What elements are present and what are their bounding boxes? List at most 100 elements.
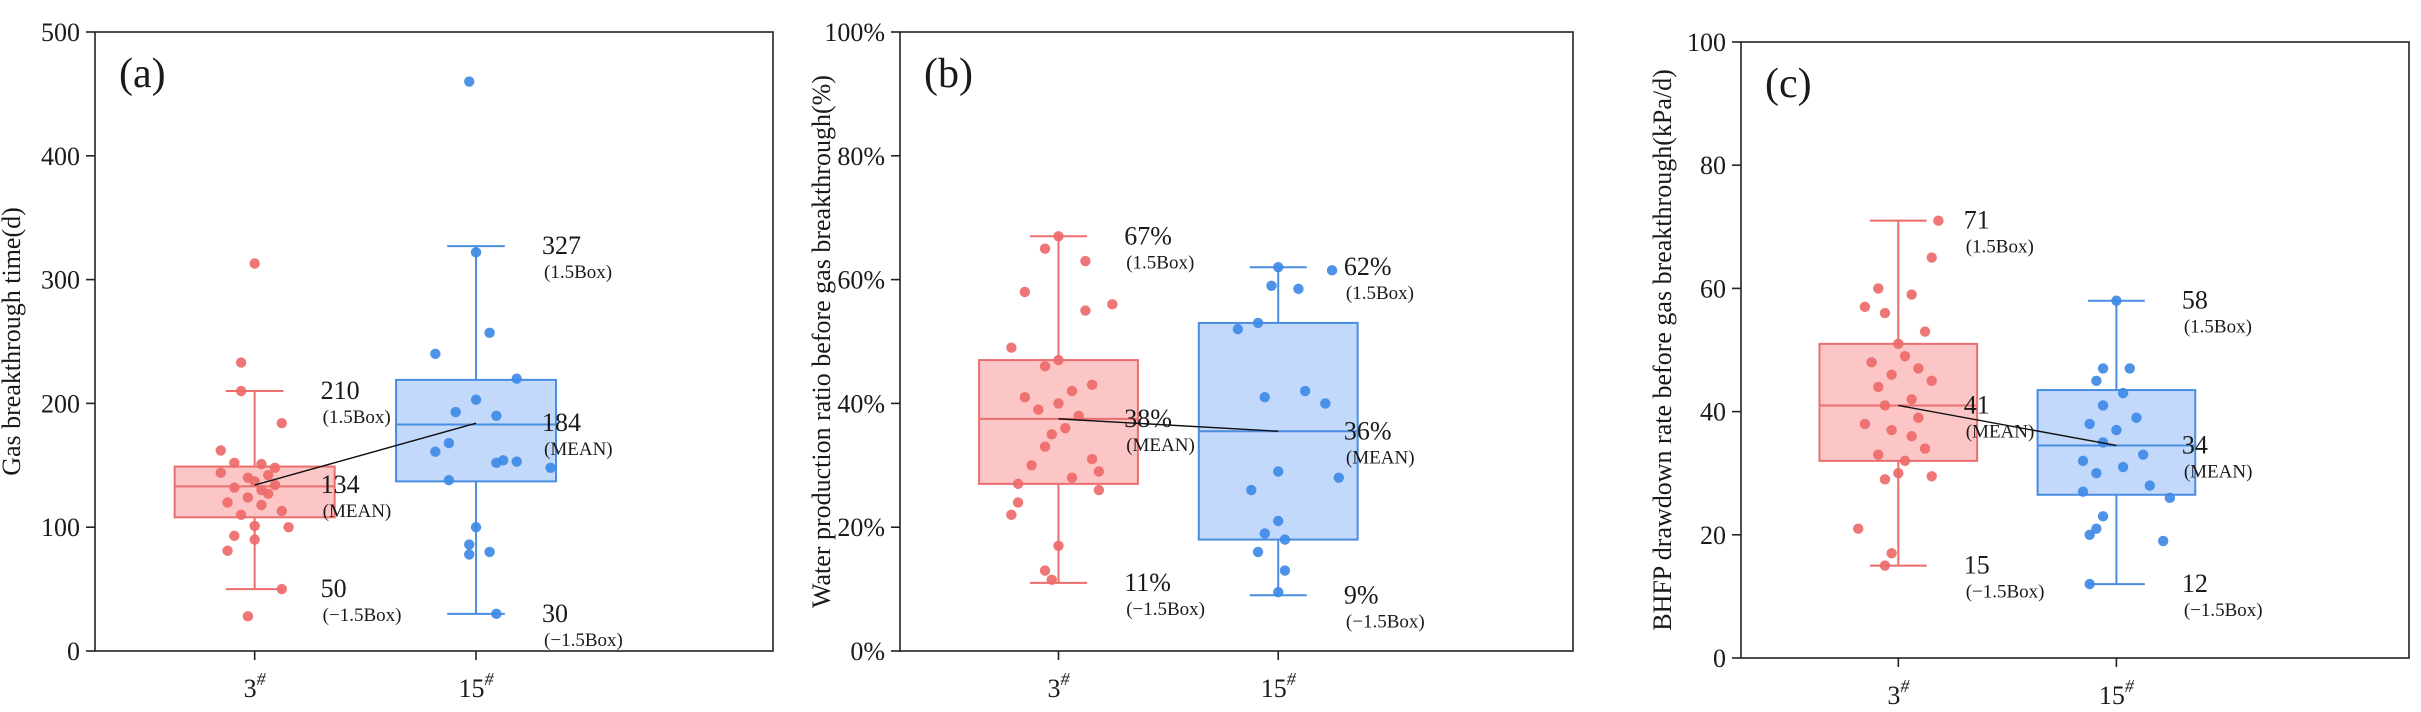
y-tick-label: 80 (1700, 151, 1726, 180)
y-tick-label: 400 (41, 142, 80, 171)
chart-panel-b: 0%20%40%60%80%100%3#15#Water production … (807, 18, 1574, 703)
data-point (229, 482, 240, 493)
annotation-sub: (1.5Box) (544, 262, 612, 283)
x-tick-label-superscript: # (2125, 676, 2135, 696)
data-point (430, 446, 441, 457)
data-point (1926, 252, 1937, 263)
annotation-value: 62% (1344, 252, 1392, 281)
data-point (235, 357, 247, 368)
x-tick-label-superscript: # (257, 669, 267, 689)
annotation-sub: (MEAN) (1126, 435, 1195, 456)
y-tick-label: 200 (41, 389, 80, 418)
data-point (2124, 363, 2135, 374)
data-point (1273, 262, 1284, 273)
data-point (263, 470, 274, 481)
data-point (242, 611, 254, 622)
data-point (215, 445, 226, 456)
data-point (430, 348, 441, 360)
data-point (1899, 455, 1911, 467)
annotation-sub: (MEAN) (323, 501, 392, 522)
y-tick-label: 20 (1700, 521, 1726, 550)
data-point (443, 437, 455, 449)
data-point (1333, 472, 1344, 483)
data-point (491, 457, 502, 469)
data-point (1033, 404, 1044, 415)
data-point (1866, 357, 1877, 368)
panel-label: (c) (1765, 61, 1812, 107)
annotation-sub: (1.5Box) (1966, 237, 2034, 258)
y-tick-label: 100 (1687, 28, 1726, 57)
data-point (1073, 410, 1084, 421)
x-tick-label-number: 15 (1261, 674, 1287, 703)
x-tick-label-number: 3 (1887, 681, 1900, 710)
data-point (1019, 392, 1031, 403)
data-point (1053, 540, 1064, 551)
data-point (1859, 418, 1871, 430)
data-point (269, 479, 281, 491)
data-point (222, 545, 233, 556)
data-point (2164, 492, 2176, 504)
data-point (1893, 338, 1904, 350)
y-tick-label: 100% (824, 18, 885, 47)
data-point (1080, 255, 1091, 267)
data-point (1026, 460, 1037, 471)
annotation-sub: (−1.5Box) (1346, 611, 1425, 632)
data-point (511, 373, 522, 384)
annotation-sub: (−1.5Box) (2184, 600, 2263, 621)
data-point (1086, 379, 1098, 391)
data-point (1012, 497, 1024, 508)
annotation-value: 210 (321, 376, 360, 405)
data-point (1879, 400, 1891, 411)
data-point (283, 522, 294, 533)
data-point (1066, 472, 1078, 483)
data-point (2117, 461, 2129, 473)
y-tick-label: 0 (1713, 644, 1726, 673)
data-point (2097, 400, 2109, 411)
mean-connector-line (1058, 418, 1279, 432)
data-point (1093, 484, 1105, 496)
plot-frame (1740, 41, 2410, 659)
data-point (1859, 301, 1871, 313)
data-point (2144, 480, 2156, 491)
data-point (1019, 286, 1031, 298)
data-point (491, 608, 502, 620)
data-point (263, 488, 274, 499)
data-point (1913, 363, 1924, 374)
x-tick-label-superscript: # (1287, 669, 1297, 689)
mean-connector-line (1898, 404, 2117, 447)
y-tick-label: 100 (41, 513, 80, 542)
data-point (2097, 363, 2109, 374)
annotation-sub: (−1.5Box) (1966, 582, 2045, 603)
data-point (1039, 441, 1051, 452)
data-point (1053, 354, 1064, 366)
y-tick-label: 0% (850, 637, 885, 666)
data-point (2084, 529, 2095, 540)
mean-connector-line (254, 422, 477, 486)
data-point (484, 546, 495, 558)
data-point (450, 406, 461, 418)
data-point (276, 505, 287, 517)
data-point (1046, 574, 1057, 586)
annotation-value: 50 (321, 574, 347, 603)
data-point (443, 474, 455, 486)
annotation-value: 41 (1964, 390, 1990, 419)
data-point (1053, 398, 1064, 409)
data-point (1293, 283, 1304, 295)
y-tick-label: 0 (67, 637, 80, 666)
data-point (1326, 265, 1338, 276)
data-point (235, 509, 247, 521)
box-iqr (1818, 342, 1979, 462)
annotation-value: 67% (1124, 221, 1172, 250)
data-point (1873, 449, 1884, 460)
annotation-sub: (MEAN) (544, 439, 613, 460)
data-point (2157, 535, 2169, 547)
annotation-value: 34 (2182, 430, 2208, 459)
data-point (1039, 243, 1051, 254)
data-point (256, 458, 267, 470)
annotation-value: 184 (542, 408, 581, 437)
x-tick-label-number: 3 (244, 674, 257, 703)
x-tick-label-superscript: # (485, 669, 495, 689)
box-iqr (2036, 389, 2197, 496)
data-point (269, 462, 281, 473)
x-tick-label-superscript: # (1900, 676, 1910, 696)
